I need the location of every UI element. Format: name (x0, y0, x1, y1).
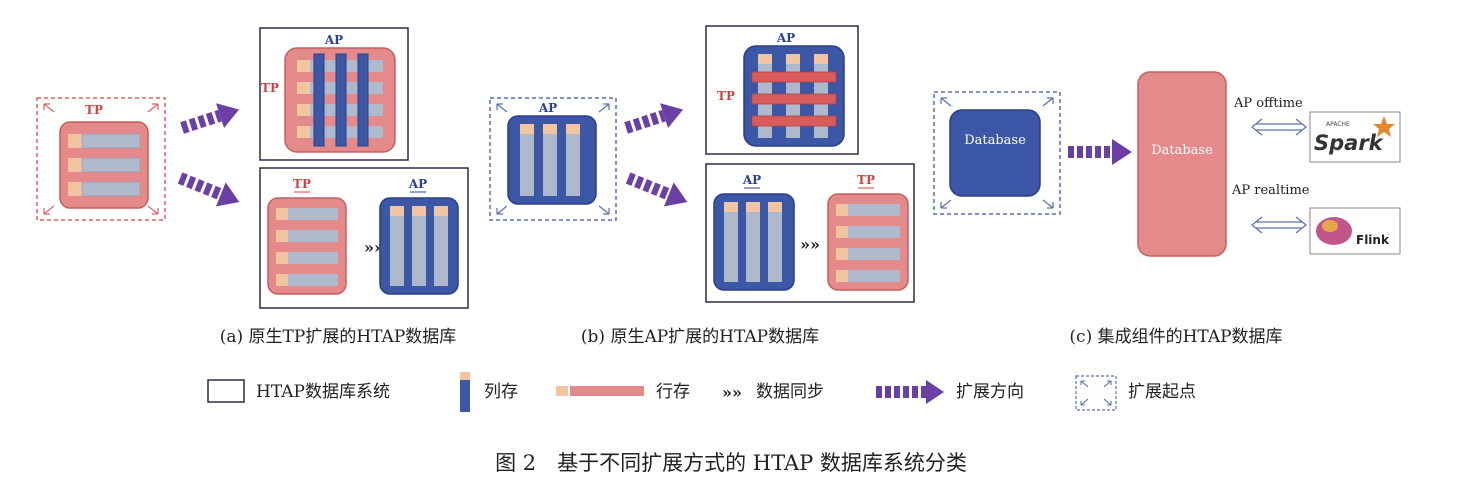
tp-label: TP (293, 177, 311, 191)
origin-tp-label: TP (85, 103, 103, 117)
tp-block-b-bottom (827, 193, 909, 291)
ap-label: AP (742, 173, 761, 187)
tp-rows-origin (68, 133, 141, 197)
legend-system-swatch (207, 379, 245, 403)
tp-label: TP (261, 81, 279, 95)
legend-direction-icon (876, 380, 944, 404)
database-label: Database (1151, 143, 1213, 158)
ap-columns-a-bottom (390, 206, 448, 286)
direction-arrow-up (624, 103, 684, 134)
direction-arrow-right (1068, 139, 1132, 165)
double-arrow-spark (1251, 118, 1307, 136)
tp-rows-a-bottom (276, 208, 338, 286)
ap-label: AP (324, 33, 343, 47)
panel-c: Database Database AP offtime APACHE Spar… (933, 71, 1401, 347)
spark-logo-text: Spark (1314, 131, 1385, 155)
double-arrow-flink (1251, 216, 1307, 234)
tp-block-a-bottom (267, 197, 347, 295)
tp-label: TP (857, 173, 875, 187)
figure-title: 图 2 基于不同扩展方式的 HTAP 数据库系统分类 (495, 451, 967, 475)
legend-system-label: HTAP数据库系统 (256, 382, 390, 402)
ap-columns-origin (520, 124, 580, 196)
origin-box-database (933, 91, 1061, 215)
origin-corner-arrows (496, 103, 610, 215)
caption-b: (b) 原生AP扩展的HTAP数据库 (581, 327, 819, 347)
legend-row-swatch (556, 386, 568, 396)
panel-a: TP AP TP (36, 27, 469, 347)
spark-logo (1309, 111, 1401, 163)
database-block-ap (949, 109, 1041, 197)
flink-logo-text: Flink (1356, 233, 1390, 247)
caption-c: (c) 集成组件的HTAP数据库 (1069, 327, 1282, 347)
direction-arrow-down (177, 172, 240, 207)
direction-arrow-up (180, 103, 240, 134)
ap-label: AP (408, 177, 427, 191)
sync-chevrons: »» (800, 235, 820, 254)
legend-sync-icon: »» (722, 383, 742, 402)
caption-a: (a) 原生TP扩展的HTAP数据库 (220, 327, 457, 347)
database-block-tp (1137, 71, 1227, 257)
legend: HTAP数据库系统 列存 行存 »» 数据同步 扩展方向 扩展起点 (207, 372, 1196, 412)
origin-box-ap (489, 97, 617, 221)
ap-offtime-label: AP offtime (1233, 96, 1303, 111)
sync-chevrons: »» (364, 238, 384, 257)
legend-row-label: 行存 (656, 382, 690, 402)
database-label: Database (964, 133, 1026, 148)
direction-arrow-down (625, 172, 688, 207)
origin-corner-arrows (43, 103, 159, 215)
panel-b: AP AP TP (489, 25, 915, 347)
origin-corner-arrows (940, 97, 1054, 209)
legend-origin-icon (1075, 375, 1117, 411)
ap-columns-a-top (313, 53, 369, 147)
legend-column-swatch (460, 372, 470, 412)
ap-label: AP (776, 31, 795, 45)
spark-logo-small: APACHE (1326, 121, 1350, 128)
ap-realtime-label: AP realtime (1231, 183, 1310, 198)
spark-star-icon (1373, 116, 1395, 137)
legend-column-label: 列存 (484, 382, 518, 402)
ap-columns-b-bottom (724, 202, 782, 282)
tp-rows-b-top (751, 71, 837, 127)
legend-direction-label: 扩展方向 (956, 382, 1024, 402)
origin-ap-label: AP (538, 101, 557, 115)
origin-box-tp (36, 97, 166, 221)
tp-rows-b-bottom (836, 204, 900, 282)
legend-origin-label: 扩展起点 (1128, 382, 1196, 402)
tp-label: TP (717, 89, 735, 103)
legend-sync-label: 数据同步 (756, 382, 824, 402)
